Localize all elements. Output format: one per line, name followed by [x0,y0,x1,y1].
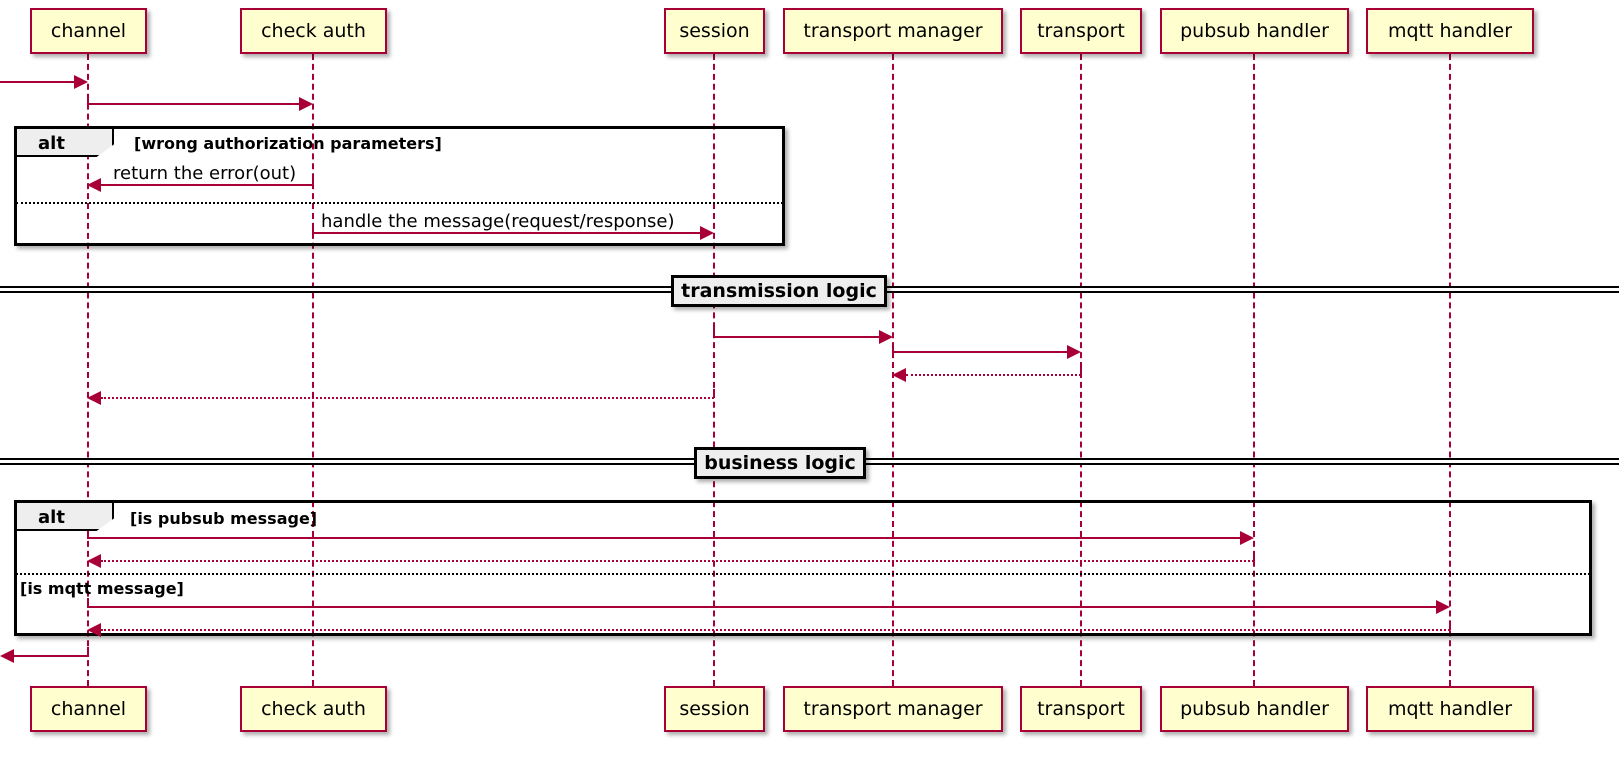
arrow-head-outbound-exit [0,649,14,663]
alt-fragment-business-separator [16,573,1590,575]
participant-box-transport-manager-top[interactable]: transport manager [783,8,1003,54]
message-stub-check-auth-to-session [312,224,314,233]
arrow-head-session-to-transport-manager [879,330,893,344]
arrow-head-inbound-entry [74,75,88,89]
arrow-head-channel-to-pubsub-handler [1240,531,1254,545]
lifeline-pubsub-handler [1253,54,1255,686]
message-stub-channel-outbound [87,647,89,656]
lifeline-mqtt-handler [1449,54,1451,686]
message-stub-mqtt-return [1449,621,1451,630]
arrow-head-channel-to-check-auth [299,97,313,111]
participant-box-transport-bottom[interactable]: transport [1020,686,1142,732]
message-stub-check-auth-return [312,176,314,185]
lifeline-session [713,54,715,686]
message-line-mqtt-handler-to-channel[interactable] [101,629,1450,631]
participant-label: channel [50,697,127,720]
lifeline-channel [87,54,89,686]
participant-box-check-auth-bottom[interactable]: check auth [240,686,387,732]
alt-fragment-authorization-tab [17,129,114,157]
arrow-head-mqtt-handler-to-channel [87,623,101,637]
message-label-handle-the-message: handle the message(request/response) [321,211,675,232]
participant-box-transport-top[interactable]: transport [1020,8,1142,54]
participant-label: transport manager [803,697,983,720]
participant-label: transport [1037,697,1125,720]
participant-label: transport manager [803,19,983,42]
arrow-head-transport-manager-to-transport [1067,345,1081,359]
participant-label: transport [1037,19,1125,42]
participant-box-check-auth-top[interactable]: check auth [240,8,387,54]
message-line-transport-manager-to-transport[interactable] [892,351,1067,353]
message-stub-transport-return [1080,366,1082,375]
participant-box-pubsub-handler-top[interactable]: pubsub handler [1160,8,1349,54]
participant-box-pubsub-handler-bottom[interactable]: pubsub handler [1160,686,1349,732]
alt-fragment-business [14,500,1592,636]
arrow-head-transport-to-transport-manager [892,368,906,382]
participant-label: mqtt handler [1387,697,1513,720]
message-line-inbound-entry[interactable] [0,81,74,83]
message-stub-pubsub-return [1253,552,1255,561]
participant-label: pubsub handler [1180,697,1329,720]
message-line-session-to-channel[interactable] [101,397,714,399]
participant-label: check auth [261,19,366,42]
participant-box-channel-top[interactable]: channel [30,8,147,54]
alt-fragment-authorization-operator: alt [38,133,65,154]
divider-transmission-logic: transmission logic [671,275,887,307]
participant-box-session-bottom[interactable]: session [664,686,765,732]
message-stub-transport-manager-to-transport [892,343,894,352]
participant-label: mqtt handler [1387,19,1513,42]
message-stub-channel-to-mqtt [87,598,89,607]
message-stub-channel-to-pubsub [87,529,89,538]
alt-fragment-authorization-condition-1: [wrong authorization parameters] [134,134,442,153]
alt-fragment-authorization-separator [16,202,783,204]
lifeline-check-auth [312,54,314,686]
arrow-head-channel-to-mqtt-handler [1436,600,1450,614]
participant-label: session [679,19,750,42]
message-line-handle-the-message[interactable] [312,232,700,234]
alt-fragment-business-condition-2: [is mqtt message] [20,579,184,598]
arrow-head-session-to-channel [87,391,101,405]
participant-box-channel-bottom[interactable]: channel [30,686,147,732]
message-line-return-the-error[interactable] [101,184,313,186]
message-stub-session-to-transport-manager [713,328,715,337]
divider-business-logic: business logic [694,447,866,479]
arrow-head-handle-the-message [700,226,714,240]
alt-fragment-business-condition-1: [is pubsub message] [130,509,318,528]
message-line-transport-to-transport-manager[interactable] [906,374,1081,376]
message-stub-channel-to-check-auth [87,95,89,104]
arrow-head-return-the-error [87,178,101,192]
participant-label: pubsub handler [1180,19,1329,42]
participant-label: check auth [261,697,366,720]
divider-label: business logic [704,451,856,474]
message-line-channel-to-mqtt-handler[interactable] [87,606,1436,608]
message-line-session-to-transport-manager[interactable] [713,336,879,338]
message-stub-session-return [713,389,715,398]
participant-box-session-top[interactable]: session [664,8,765,54]
alt-fragment-authorization [14,126,785,246]
message-line-channel-to-pubsub-handler[interactable] [87,537,1240,539]
participant-box-mqtt-handler-top[interactable]: mqtt handler [1366,8,1534,54]
divider-label: transmission logic [681,279,877,302]
message-label-return-the-error: return the error(out) [113,163,297,184]
message-line-pubsub-handler-to-channel[interactable] [101,560,1254,562]
alt-fragment-business-operator: alt [38,507,65,528]
arrow-head-pubsub-handler-to-channel [87,554,101,568]
participant-box-transport-manager-bottom[interactable]: transport manager [783,686,1003,732]
participant-box-mqtt-handler-bottom[interactable]: mqtt handler [1366,686,1534,732]
message-line-channel-to-check-auth[interactable] [87,103,299,105]
message-line-outbound-exit[interactable] [14,655,89,657]
participant-label: channel [50,19,127,42]
alt-fragment-business-tab [17,503,114,531]
participant-label: session [679,697,750,720]
